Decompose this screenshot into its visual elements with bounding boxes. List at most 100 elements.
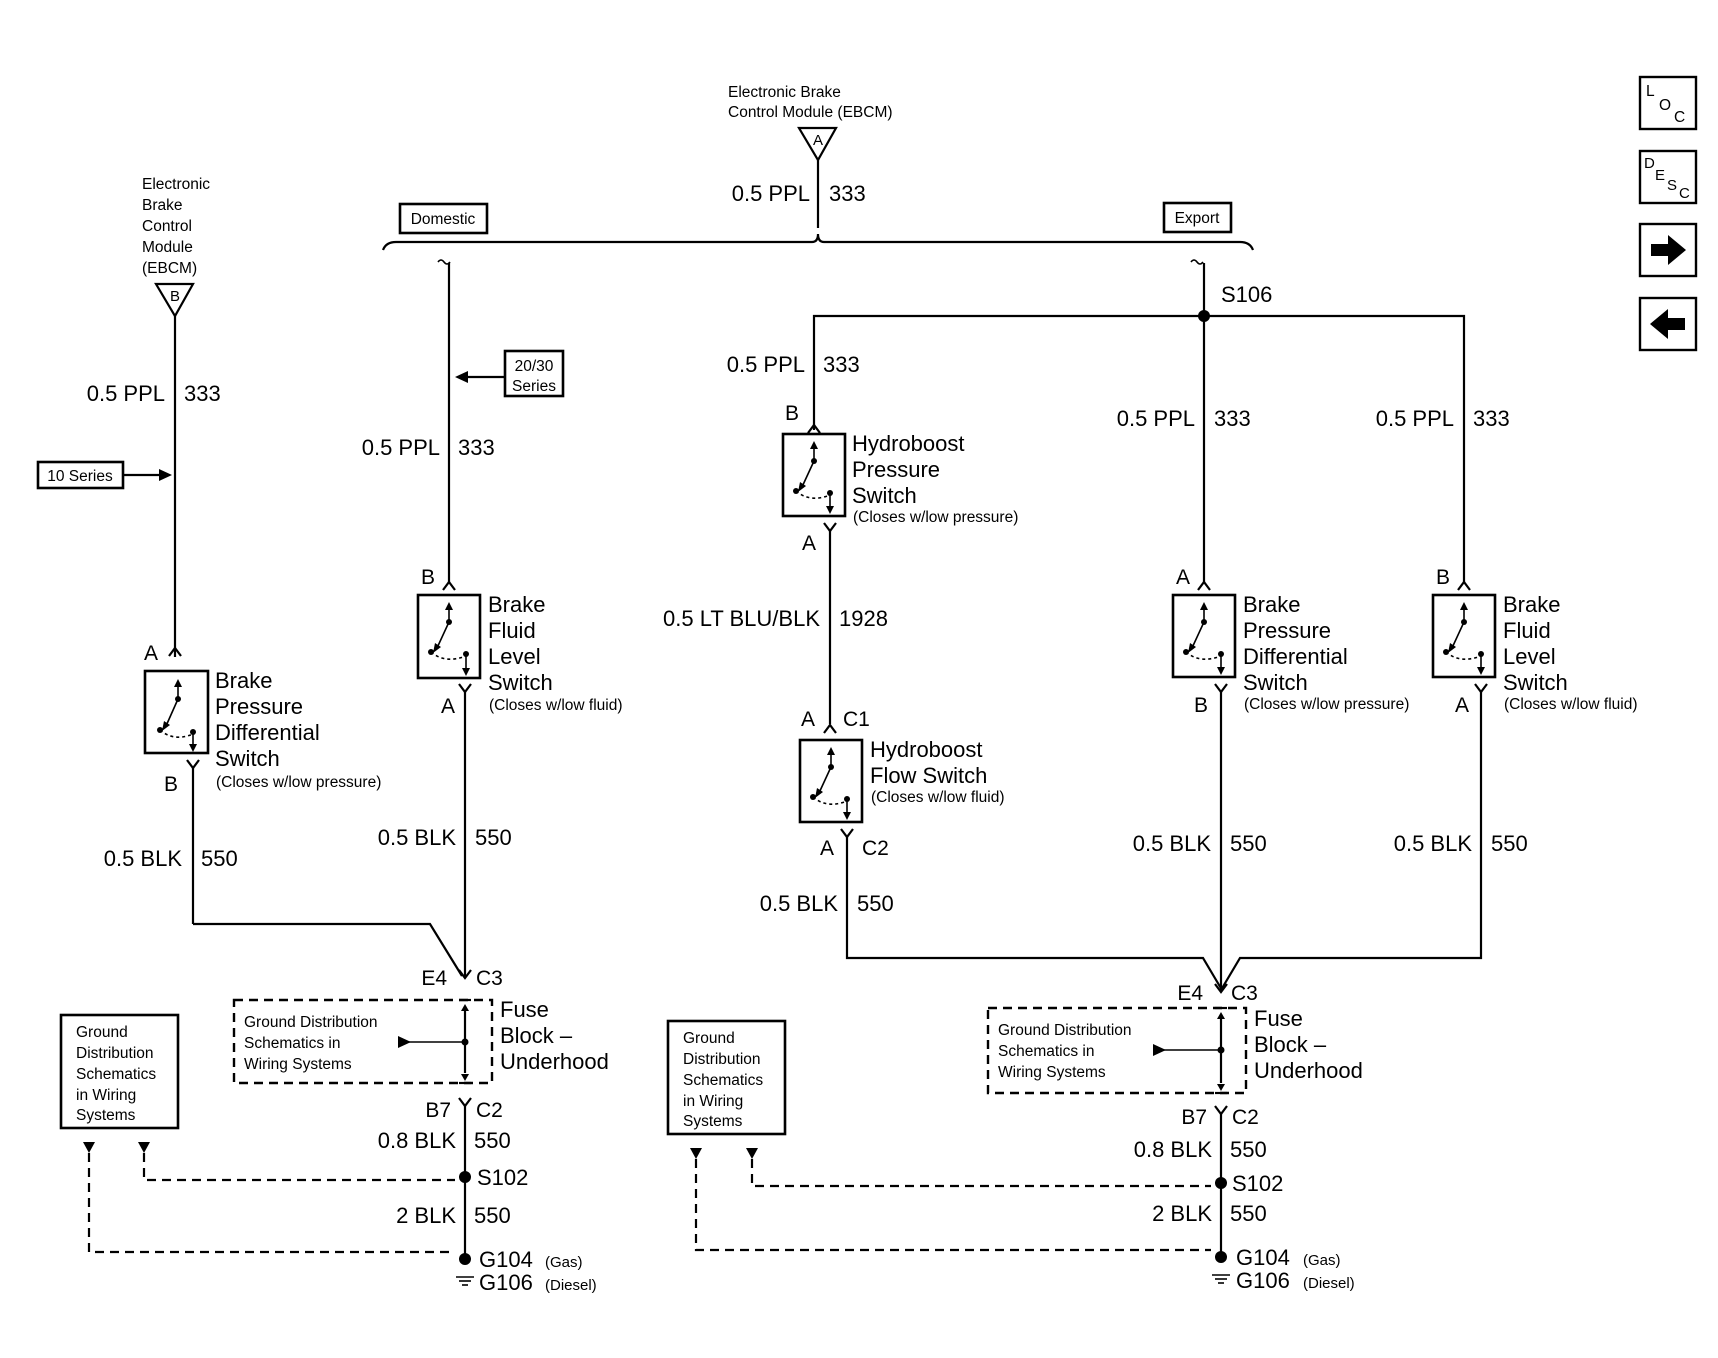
domestic-bfls: 20/30 Series 0.5 PPL 333 B A Brake Fluid… [362, 263, 623, 976]
right-ground-g106: G106 [1236, 1268, 1290, 1293]
arrow-left-icon [1650, 309, 1685, 339]
left-ground-g106: G106 [479, 1270, 533, 1295]
left-ground-gas: (Gas) [545, 1254, 583, 1271]
export-bfls-label-1: Brake [1503, 592, 1560, 617]
right-ground-box-3: Schematics [683, 1072, 763, 1089]
hps-label-3: Switch [852, 483, 917, 508]
left-fuse-label-1: Fuse [500, 997, 549, 1022]
domestic-bfls-label-2: Fluid [488, 618, 536, 643]
export-bfls-note: (Closes w/low fluid) [1504, 696, 1638, 713]
right-splice-s102: S102 [1232, 1171, 1283, 1196]
hps-label-1: Hydroboost [852, 431, 965, 456]
export-bpds-pin-a: A [1176, 566, 1190, 589]
loc-letter-o: O [1659, 97, 1671, 114]
hfs-note: (Closes w/low fluid) [871, 789, 1005, 806]
left-ground-box-2: Distribution [76, 1045, 154, 1062]
domestic-wire-circuit: 333 [458, 435, 495, 460]
export-bpds-note: (Closes w/low pressure) [1244, 696, 1409, 713]
loc-letter-l: L [1646, 83, 1655, 100]
export-bpds-pin-b: B [1194, 694, 1208, 717]
domestic-bfls-label-3: Level [488, 644, 541, 669]
left-ground-box-3: Schematics [76, 1066, 156, 1083]
left-ground-box-1: Ground [76, 1024, 128, 1041]
right-ground-box-2: Distribution [683, 1051, 761, 1068]
export-bpds-switch: A B Brake Pressure Differential Switch (… [1133, 566, 1409, 990]
top-wire-circuit: 333 [829, 181, 866, 206]
top-wire-gauge: 0.5 PPL [732, 181, 810, 206]
hps-pin-a: A [802, 532, 816, 555]
domestic-bfls-pin-b: B [421, 566, 435, 589]
left-ebcm-label-3: Control [142, 218, 192, 235]
hps-label-2: Pressure [852, 457, 940, 482]
left-ground-wire-gauge-1: 0.8 BLK [378, 1128, 457, 1153]
left-ground-diesel: (Diesel) [545, 1277, 597, 1294]
left-ground-wire-circuit-2: 550 [474, 1203, 511, 1228]
right-ground-gas: (Gas) [1303, 1252, 1341, 1269]
top-ebcm-pin: A [813, 132, 823, 149]
left-fuse-block: E4 C3 Ground Distribution Schematics in … [59, 967, 609, 1295]
left-fuse-label-2: Block – [500, 1023, 573, 1048]
export-bus: S106 0.5 PPL 333 0.5 PPL 333 0.5 PPL 333 [727, 263, 1510, 582]
right-ground-wire-circuit-2: 550 [1230, 1201, 1267, 1226]
desc-letter-c: C [1679, 185, 1690, 202]
left-bpds-label-3: Differential [215, 720, 320, 745]
left-bpds-wire-circuit: 550 [201, 846, 238, 871]
domestic-bfls-pin-a: A [441, 695, 455, 718]
right-ground-dist-small-3: Wiring Systems [998, 1064, 1106, 1081]
top-ebcm-label-2: Control Module (EBCM) [728, 104, 893, 121]
left-fuse-pin-c3: C3 [476, 967, 503, 990]
twenty-thirty-tag-1: 20/30 [515, 358, 554, 375]
left-ebcm-label-2: Brake [142, 197, 183, 214]
hfs-pin-a-in: A [801, 708, 815, 731]
left-ground-dist-small-1: Ground Distribution [244, 1014, 378, 1031]
left-ground-box-4: in Wiring [76, 1087, 136, 1104]
right-ground-wire-gauge-2: 2 BLK [1152, 1201, 1212, 1226]
right-ground-dist-small-1: Ground Distribution [998, 1022, 1132, 1039]
export-bfls-pin-b: B [1436, 566, 1450, 589]
left-ebcm-label-4: Module [142, 239, 193, 256]
left-ground-g104: G104 [479, 1247, 533, 1272]
domestic-bfls-wire-circuit: 550 [475, 825, 512, 850]
right-fuse-pin-b7: B7 [1181, 1106, 1207, 1129]
export-splice-s106: S106 [1221, 282, 1272, 307]
left-bpds-label-4: Switch [215, 746, 280, 771]
right-ground-box-1: Ground [683, 1030, 735, 1047]
left-ground-box-5: Systems [76, 1107, 136, 1124]
left-fuse-pin-e4: E4 [421, 967, 447, 990]
hps-wire-circuit: 333 [823, 352, 860, 377]
left-ground-dist-small-3: Wiring Systems [244, 1056, 352, 1073]
hfs-pin-c2: C2 [862, 837, 889, 860]
left-ground-wire-circuit-1: 550 [474, 1128, 511, 1153]
left-ground-dist-small-2: Schematics in [244, 1035, 340, 1052]
top-ebcm-label-1: Electronic Brake [728, 84, 841, 101]
left-fuse-pin-b7: B7 [425, 1099, 451, 1122]
option-brace: Domestic Export [381, 201, 1255, 265]
left-wire-gauge: 0.5 PPL [87, 381, 165, 406]
right-fuse-pin-c2: C2 [1232, 1106, 1259, 1129]
desc-button[interactable]: D E S C [1638, 149, 1698, 205]
left-bpds-pin-b: B [164, 773, 178, 796]
export-bfls-wire-circuit: 333 [1473, 406, 1510, 431]
domestic-bfls-label-4: Switch [488, 670, 553, 695]
export-bfls-label-3: Level [1503, 644, 1556, 669]
left-bpds-wire-gauge: 0.5 BLK [104, 846, 183, 871]
left-bpds-label-2: Pressure [215, 694, 303, 719]
domestic-bfls-label-1: Brake [488, 592, 545, 617]
back-arrow-button[interactable] [1638, 296, 1698, 352]
hfs-in-wire-circuit: 1928 [839, 606, 888, 631]
left-bpds-pin-a: A [144, 642, 158, 665]
right-ground-diesel: (Diesel) [1303, 1275, 1355, 1292]
left-ebcm: Electronic Brake Control Module (EBCM) B… [36, 176, 221, 657]
loc-button[interactable]: L O C [1638, 75, 1698, 131]
domestic-bfls-wire-gauge: 0.5 BLK [378, 825, 457, 850]
domestic-tag: Domestic [411, 211, 476, 228]
right-fuse-block: E4 C3 Ground Distribution Schematics in … [666, 982, 1363, 1293]
right-fuse-pin-c3: C3 [1231, 982, 1258, 1005]
export-bpds-label-1: Brake [1243, 592, 1300, 617]
left-bpds-switch: A B Brake Pressure Differential Switch (… [104, 642, 463, 977]
right-fuse-pin-e4: E4 [1177, 982, 1203, 1005]
next-arrow-button[interactable] [1638, 222, 1698, 278]
domestic-bfls-note: (Closes w/low fluid) [489, 697, 623, 714]
domestic-wire-gauge: 0.5 PPL [362, 435, 440, 460]
